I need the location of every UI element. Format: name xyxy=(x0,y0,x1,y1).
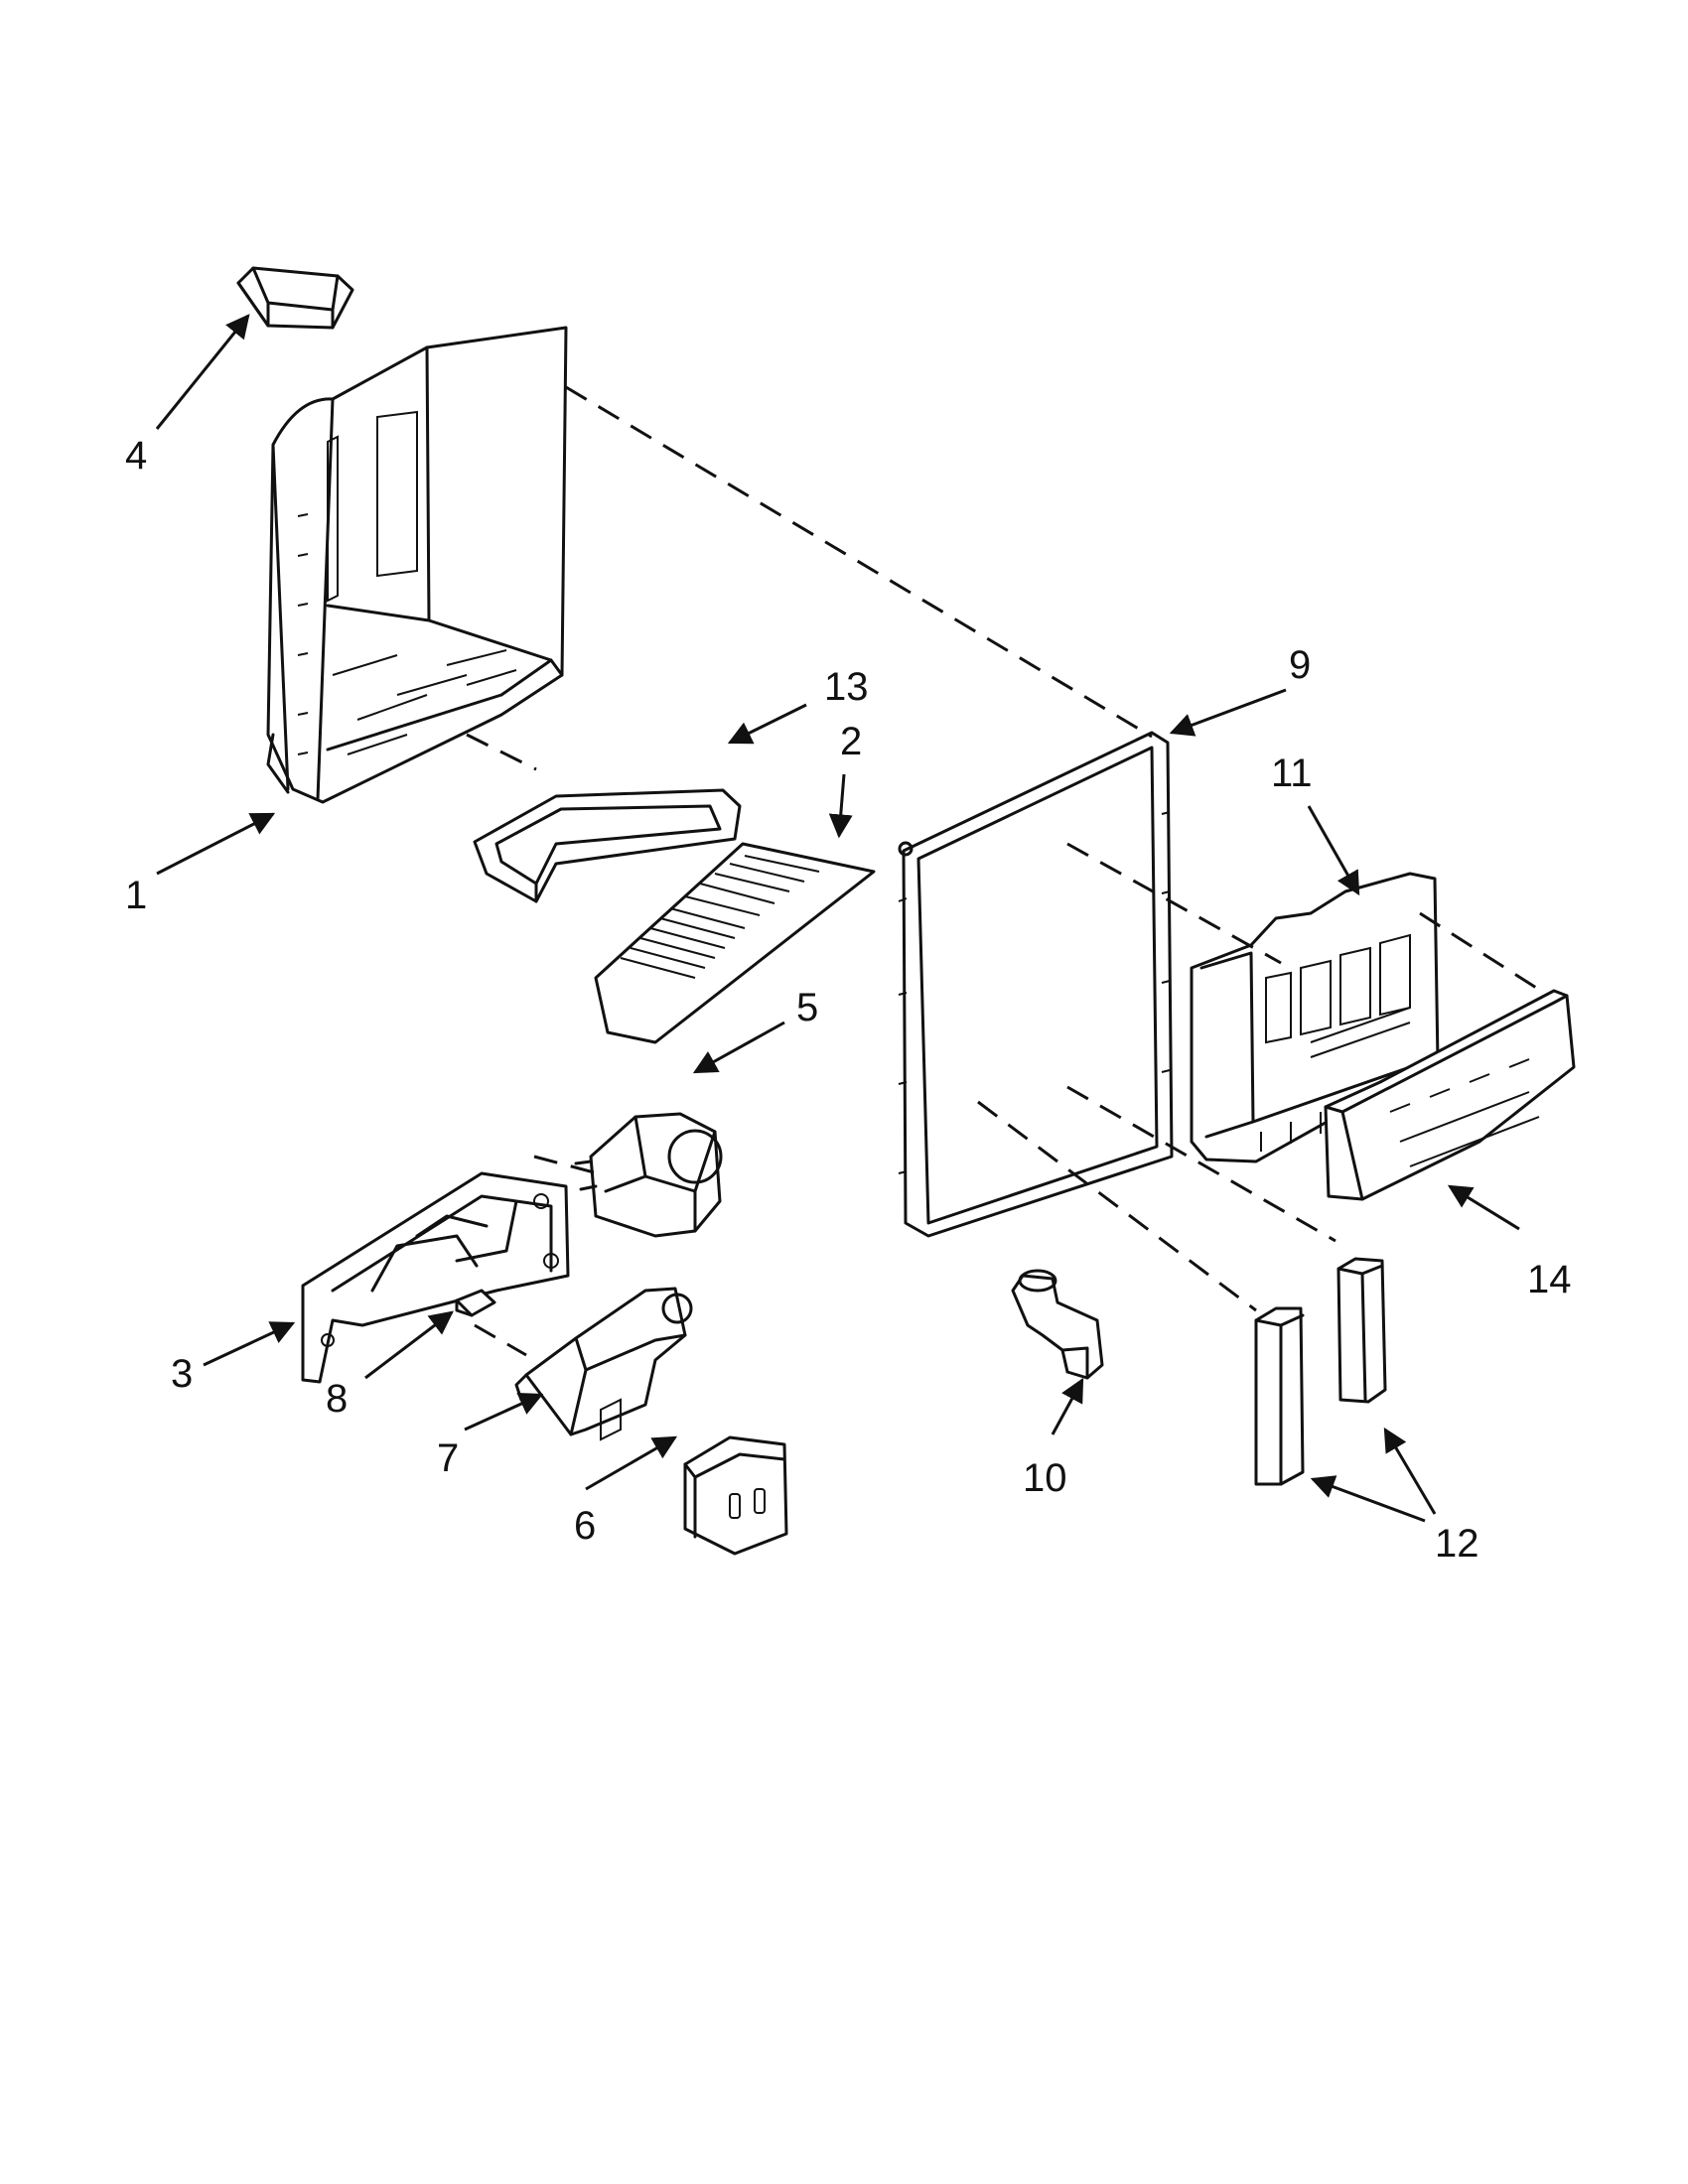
callout-13: 13 xyxy=(824,665,869,709)
part-6-cover-pad xyxy=(683,1435,788,1556)
part-4-chute-cup xyxy=(236,266,354,330)
callout-2: 2 xyxy=(840,720,862,763)
callout-12: 12 xyxy=(1435,1522,1479,1566)
callout-1: 1 xyxy=(125,874,147,917)
part-2-grille xyxy=(594,842,876,1044)
part-13-tray-frame xyxy=(473,788,742,903)
callout-9: 9 xyxy=(1289,643,1311,687)
callout-3: 3 xyxy=(171,1352,193,1396)
callout-6: 6 xyxy=(574,1504,596,1548)
callout-7: 7 xyxy=(437,1436,459,1480)
alignment-lines xyxy=(466,385,1545,1357)
callout-11: 11 xyxy=(1271,751,1313,795)
callout-4: 4 xyxy=(125,434,147,478)
callout-8: 8 xyxy=(326,1377,348,1421)
leader-arrows xyxy=(155,314,1520,1523)
part-8-screw xyxy=(455,1289,496,1317)
callout-14: 14 xyxy=(1527,1258,1572,1301)
part-7-actuator xyxy=(514,1287,693,1441)
part-9-gasket-frame xyxy=(898,731,1174,1238)
part-10-water-fitting xyxy=(1011,1269,1104,1380)
callout-10: 10 xyxy=(1023,1456,1067,1500)
callout-5: 5 xyxy=(796,986,818,1029)
part-14-control-panel xyxy=(1324,989,1576,1201)
part-1-ice-bin-housing xyxy=(266,326,568,804)
part-3-bracket xyxy=(301,1171,570,1384)
part-12-pads xyxy=(1254,1257,1387,1486)
part-5-motor xyxy=(574,1112,723,1238)
